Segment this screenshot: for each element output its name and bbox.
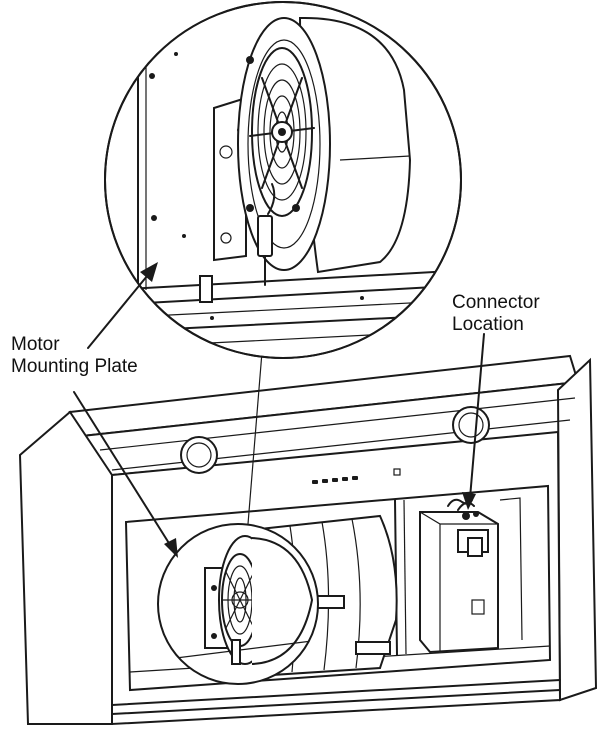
connector-label-line2: Location bbox=[452, 314, 524, 335]
motor-plate-label-line1: Motor bbox=[11, 334, 60, 355]
motor-plate-arrow-lower bbox=[73, 391, 178, 558]
motor-grille bbox=[246, 47, 315, 217]
motor-plate-label-line2: Mounting Plate bbox=[11, 356, 138, 377]
connector-box bbox=[419, 497, 523, 654]
control-buttons bbox=[312, 468, 401, 484]
zoom-detail-circle bbox=[104, 1, 462, 359]
light-left bbox=[180, 436, 218, 474]
connector-arrow bbox=[462, 333, 485, 510]
light-right bbox=[452, 406, 490, 444]
connector-label-line1: Connector bbox=[452, 292, 540, 313]
motor-highlight-circle bbox=[157, 523, 319, 685]
motor-plate-arrow-upper bbox=[87, 262, 158, 349]
